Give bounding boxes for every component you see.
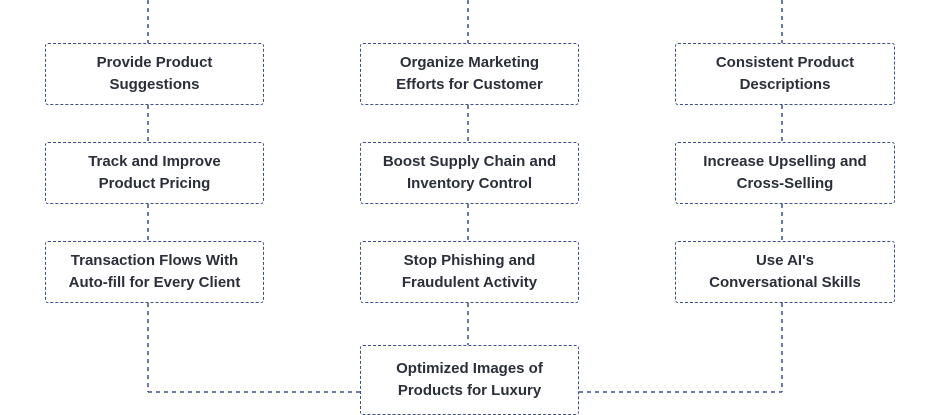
node-text: Efforts for Customer	[396, 76, 543, 93]
node-text: Products for Luxury	[397, 382, 542, 399]
node-text: Optimized Images of	[396, 360, 543, 377]
node-text: Product Pricing	[98, 175, 211, 192]
node-text: Auto-fill for Every Client	[68, 274, 241, 291]
node-text: Boost Supply Chain and	[382, 153, 557, 170]
node-text: Inventory Control	[406, 175, 532, 192]
connector-lines	[147, 0, 783, 393]
node-text: Stop Phishing and	[403, 252, 536, 269]
node-text: Track and Improve	[88, 153, 221, 170]
node-text: Organize Marketing	[399, 54, 540, 71]
node-text: Consistent Product	[715, 54, 855, 71]
node-text: Cross-Selling	[736, 175, 834, 192]
node-text: Suggestions	[109, 76, 200, 93]
node-text: Transaction Flows With	[70, 252, 239, 269]
node-text: Increase Upselling and	[703, 153, 867, 170]
node-text: Fraudulent Activity	[401, 274, 538, 291]
node-optimized-images: Optimized Images of Products for Luxury	[360, 345, 579, 415]
node-text: Descriptions	[739, 76, 831, 93]
node-text: Conversational Skills	[709, 274, 861, 291]
node-text: Provide Product	[96, 54, 213, 71]
node-text: Use AI's	[755, 252, 815, 269]
